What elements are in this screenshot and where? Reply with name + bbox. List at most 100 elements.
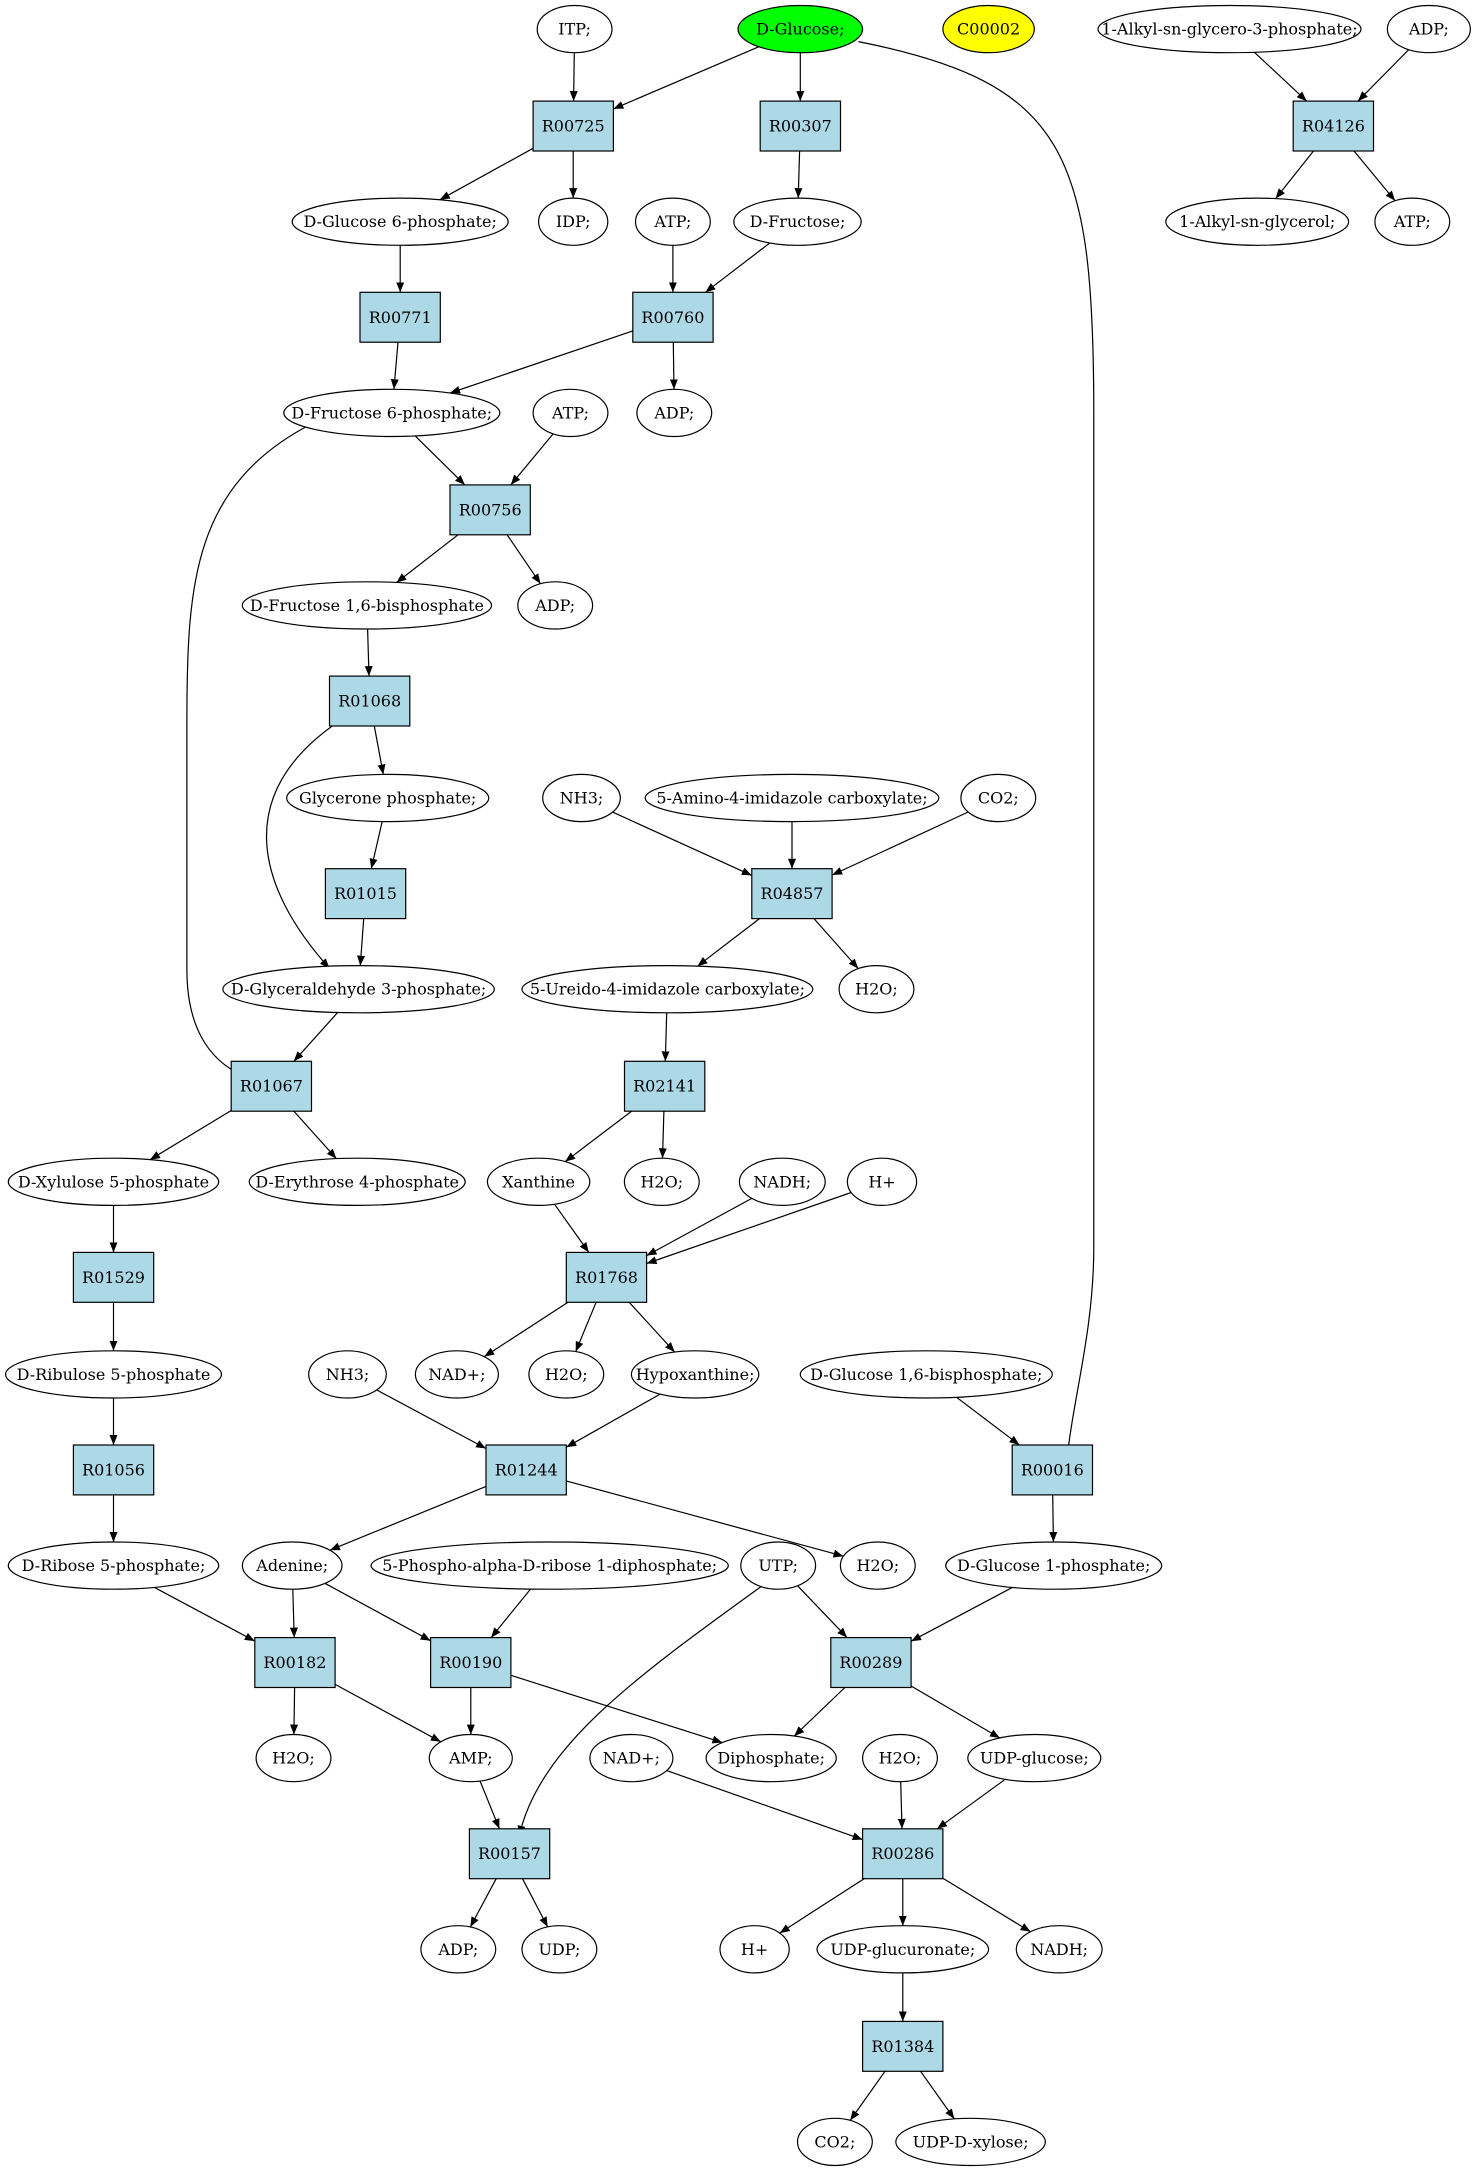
compound-ellipse (737, 4, 864, 54)
compound-node-hypoxanthine: Hypoxanthine; (630, 1350, 760, 1399)
compound-node-nadplus2: NAD+; (589, 1733, 674, 1783)
edge-R00157-to-adp4 (469, 1878, 497, 1928)
node-label: D-Glyceraldehyde 3-phosphate; (231, 980, 486, 999)
compound-ellipse (255, 1733, 332, 1783)
compound-ellipse (283, 388, 501, 438)
compound-ellipse (861, 1733, 938, 1783)
compound-node-adp1: ADP; (1386, 4, 1472, 54)
reaction-box (830, 1636, 912, 1689)
reaction-box (759, 100, 842, 152)
edge-R04857-to-h2oa (813, 918, 859, 969)
edge-xanthine-to-R01768 (554, 1203, 590, 1253)
node-label: R02141 (633, 1077, 696, 1096)
node-label: ADP; (534, 596, 575, 615)
edge-R00307-to-dfructose (794, 150, 803, 199)
compound-ellipse (241, 1541, 343, 1590)
compound-node-e4p: D-Erythrose 4-phosphate (248, 1157, 466, 1207)
compound-ellipse (960, 773, 1037, 823)
edge-dfructose-to-R00760 (705, 242, 771, 293)
compound-node-adp3: ADP; (517, 581, 594, 630)
compound-node-uic: 5-Ureido-4-imidazole carboxylate; (521, 965, 814, 1014)
edge-R00016-to-g1p (1049, 1494, 1058, 1543)
node-label: NH3; (560, 789, 604, 808)
edge-f16bp-to-R01068 (364, 628, 373, 677)
node-label: ATP; (551, 403, 589, 422)
node-label: NAD+; (428, 1365, 485, 1384)
edge-R04857-to-uic (697, 918, 760, 967)
compound-node-udp: UDP; (521, 1925, 598, 1974)
compound-node-adp2: ADP; (636, 388, 713, 438)
compound-ellipse (942, 4, 1035, 54)
compound-ellipse (538, 197, 609, 246)
reaction-box (485, 1444, 567, 1496)
reaction-box (359, 291, 441, 343)
edge-R04126-to-atp2 (1353, 150, 1396, 202)
node-label: R00182 (263, 1653, 326, 1672)
edge-g16bp-to-R00016 (956, 1396, 1020, 1446)
reaction-box (532, 100, 614, 152)
node-label: D-Ribulose 5-phosphate (17, 1365, 211, 1384)
edge-uic-to-R02141 (661, 1012, 670, 1062)
edge-udpglucose-to-R00286 (936, 1778, 1006, 1830)
edge-R00190-to-diphosphate (510, 1674, 723, 1744)
node-label: ADP; (1408, 20, 1449, 39)
edge-amp-to-R00157 (479, 1780, 500, 1830)
compound-ellipse (796, 2117, 873, 2167)
compound-node-f16bp: D-Fructose 1,6-bisphosphate (241, 581, 493, 630)
compound-node-co2b: CO2; (796, 2117, 873, 2167)
node-label: D-Glucose 1,6-bisphosphate; (810, 1365, 1042, 1384)
node-label: D-Erythrose 4-phosphate (255, 1172, 459, 1191)
edge-utp-to-R00157 (517, 1585, 762, 1836)
edge-R00286-to-hplus2 (779, 1878, 865, 1934)
reaction-node-r04126: R04126 (1292, 100, 1375, 152)
node-label: 1-Alkyl-sn-glycero-3-phosphate; (1101, 20, 1357, 39)
compound-node-ru5p: D-Ribulose 5-phosphate (4, 1350, 223, 1399)
compound-ellipse (644, 773, 940, 823)
node-label: R00286 (871, 1844, 934, 1863)
compound-node-nh3a: NH3; (542, 773, 621, 823)
compound-node-prpp: 5-Phospho-alpha-D-ribose 1-diphosphate; (370, 1541, 729, 1590)
edge-itp1-to-R00725 (569, 52, 578, 102)
reaction-node-r00182: R00182 (254, 1636, 336, 1689)
edge-R04126-to-alkylglycerol (1275, 150, 1314, 199)
node-label: D-Glucose; (756, 20, 844, 39)
edge-dglucose-to-R00016 (858, 41, 1095, 1455)
compound-node-g16bp: D-Glucose 1,6-bisphosphate; (799, 1350, 1053, 1399)
node-label: D-Glucose 6-phosphate; (303, 212, 496, 231)
compound-node-h2oc: H2O; (528, 1350, 605, 1399)
edge-alkylg3p-to-R04126 (1253, 51, 1308, 102)
compound-ellipse (1386, 4, 1472, 54)
compound-ellipse (528, 1350, 605, 1399)
node-label: ATP; (653, 212, 691, 231)
compound-ellipse (222, 965, 495, 1014)
node-label: IDP; (556, 212, 591, 231)
reaction-node-r01384: R01384 (861, 2020, 944, 2072)
reaction-node-r00725: R00725 (532, 100, 614, 152)
compound-node-glyceronep: Glycerone phosphate; (286, 773, 490, 823)
edge-R00289-to-diphosphate (793, 1687, 846, 1737)
node-label: R04126 (1302, 117, 1365, 136)
node-label: ADP; (437, 1940, 478, 1959)
reaction-box (623, 1060, 706, 1112)
node-label: UDP; (538, 1940, 580, 1959)
edge-R02141-to-h2ob (658, 1111, 667, 1159)
reaction-node-r01244: R01244 (485, 1444, 567, 1496)
reaction-box (449, 484, 531, 536)
edge-adenine-to-R00190 (324, 1582, 431, 1642)
compound-node-h2oa: H2O; (838, 965, 915, 1014)
edge-R01384-to-udpxylose (920, 2070, 955, 2120)
edge-R00725-to-g6p (439, 147, 534, 201)
edge-hplus1-to-R01768 (646, 1191, 852, 1265)
compound-ellipse (1374, 197, 1451, 246)
reaction-box (1292, 100, 1375, 152)
compound-ellipse (241, 581, 493, 630)
reaction-node-r01067: R01067 (230, 1060, 313, 1112)
compound-node-utp: UTP; (740, 1541, 817, 1590)
node-label: H2O; (640, 1172, 683, 1191)
reaction-box (632, 291, 714, 343)
node-label: R00760 (641, 308, 704, 327)
edge-R00182-to-amp (334, 1683, 442, 1743)
reaction-node-r00190: R00190 (430, 1636, 512, 1689)
edge-R01015-to-g3p (357, 918, 366, 966)
compound-node-atp3: ATP; (532, 388, 609, 438)
